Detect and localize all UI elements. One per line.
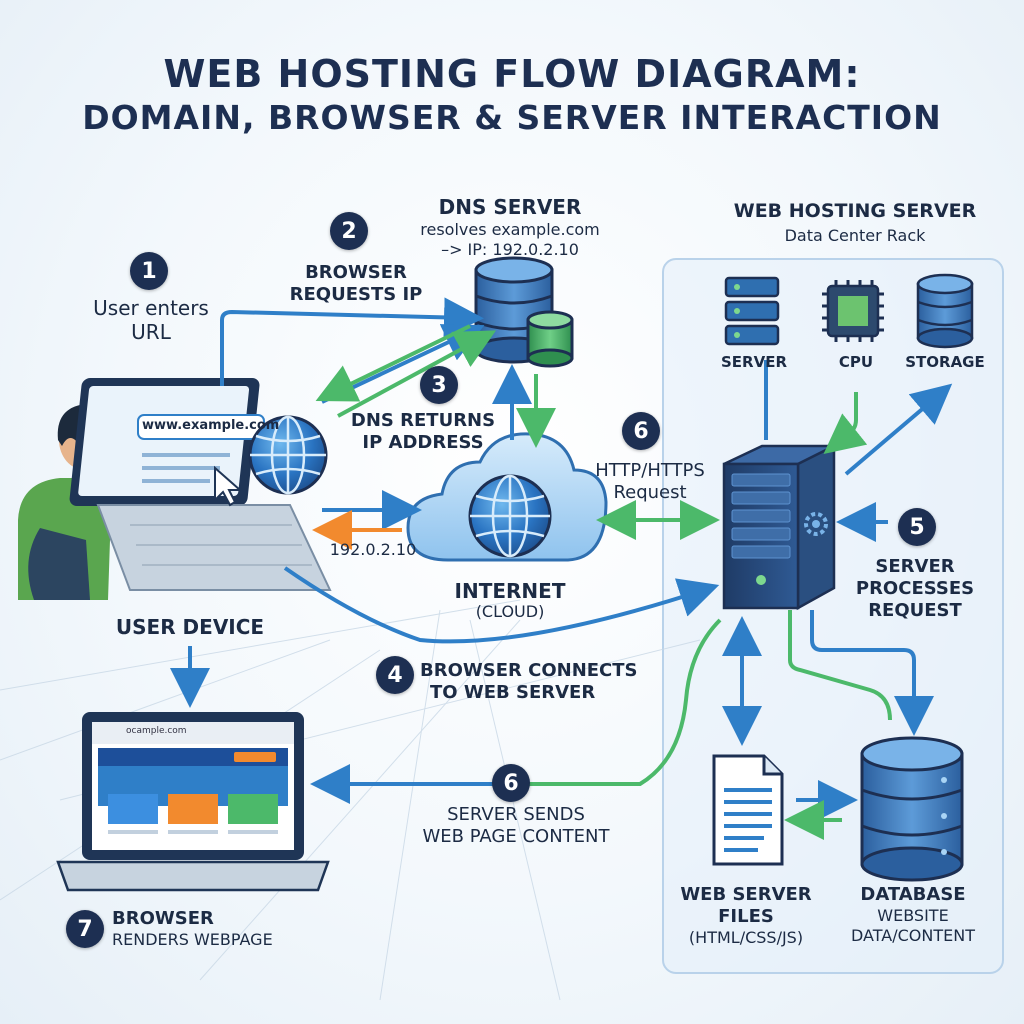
cloud-icon: [406, 432, 608, 562]
database-large-icon: [860, 736, 964, 882]
step-5-badge: 5: [898, 508, 936, 546]
laptop-url-text: www.example.com: [142, 418, 280, 433]
step-6-response-badge: 6: [492, 764, 530, 802]
step-1-badge: 1: [130, 252, 168, 290]
document-icon: [712, 754, 784, 866]
cpu-label: CPU: [838, 353, 874, 371]
step-7-badge: 7: [66, 910, 104, 948]
rendered-laptop-icon: [56, 712, 330, 892]
step-6-request-badge: 6: [622, 412, 660, 450]
hosting-subtitle: Data Center Rack: [784, 226, 926, 245]
cursor-icon: [214, 465, 243, 507]
internet-label: INTERNET(CLOUD): [454, 579, 566, 621]
dns-line1: resolves example.com: [420, 220, 600, 239]
storage-label: STORAGE: [905, 353, 985, 371]
dns-title: DNS SERVER: [438, 195, 582, 219]
arrow-dns-green: [315, 324, 471, 402]
ip-label: 192.0.2.10: [329, 540, 417, 559]
cpu-icon: [822, 280, 884, 342]
laptop-icon: [69, 378, 332, 591]
background-network-lines: [0, 599, 701, 1001]
hosting-title: WEB HOSTING SERVER: [733, 200, 977, 222]
diagram-title-line1: WEB HOSTING FLOW DIAGRAM:: [163, 52, 861, 96]
server-rack-icon: [724, 276, 780, 346]
dns-line2: –> IP: 192.0.2.10: [441, 240, 579, 259]
rendered-url-text: ocample.com: [126, 726, 187, 736]
storage-icon: [916, 273, 974, 349]
globe-icon: [248, 415, 328, 495]
server-label: SERVER: [720, 353, 787, 371]
gear-icon: [804, 512, 828, 536]
step-3-badge: 3: [420, 366, 458, 404]
diagram-title-line2: DOMAIN, BROWSER & SERVER INTERACTION: [82, 98, 942, 137]
step-4-badge: 4: [376, 656, 414, 694]
arrow-request-ip: [220, 297, 484, 386]
user-device-label: USER DEVICE: [115, 615, 265, 639]
database-icon: [474, 256, 574, 368]
step-2-badge: 2: [330, 212, 368, 250]
